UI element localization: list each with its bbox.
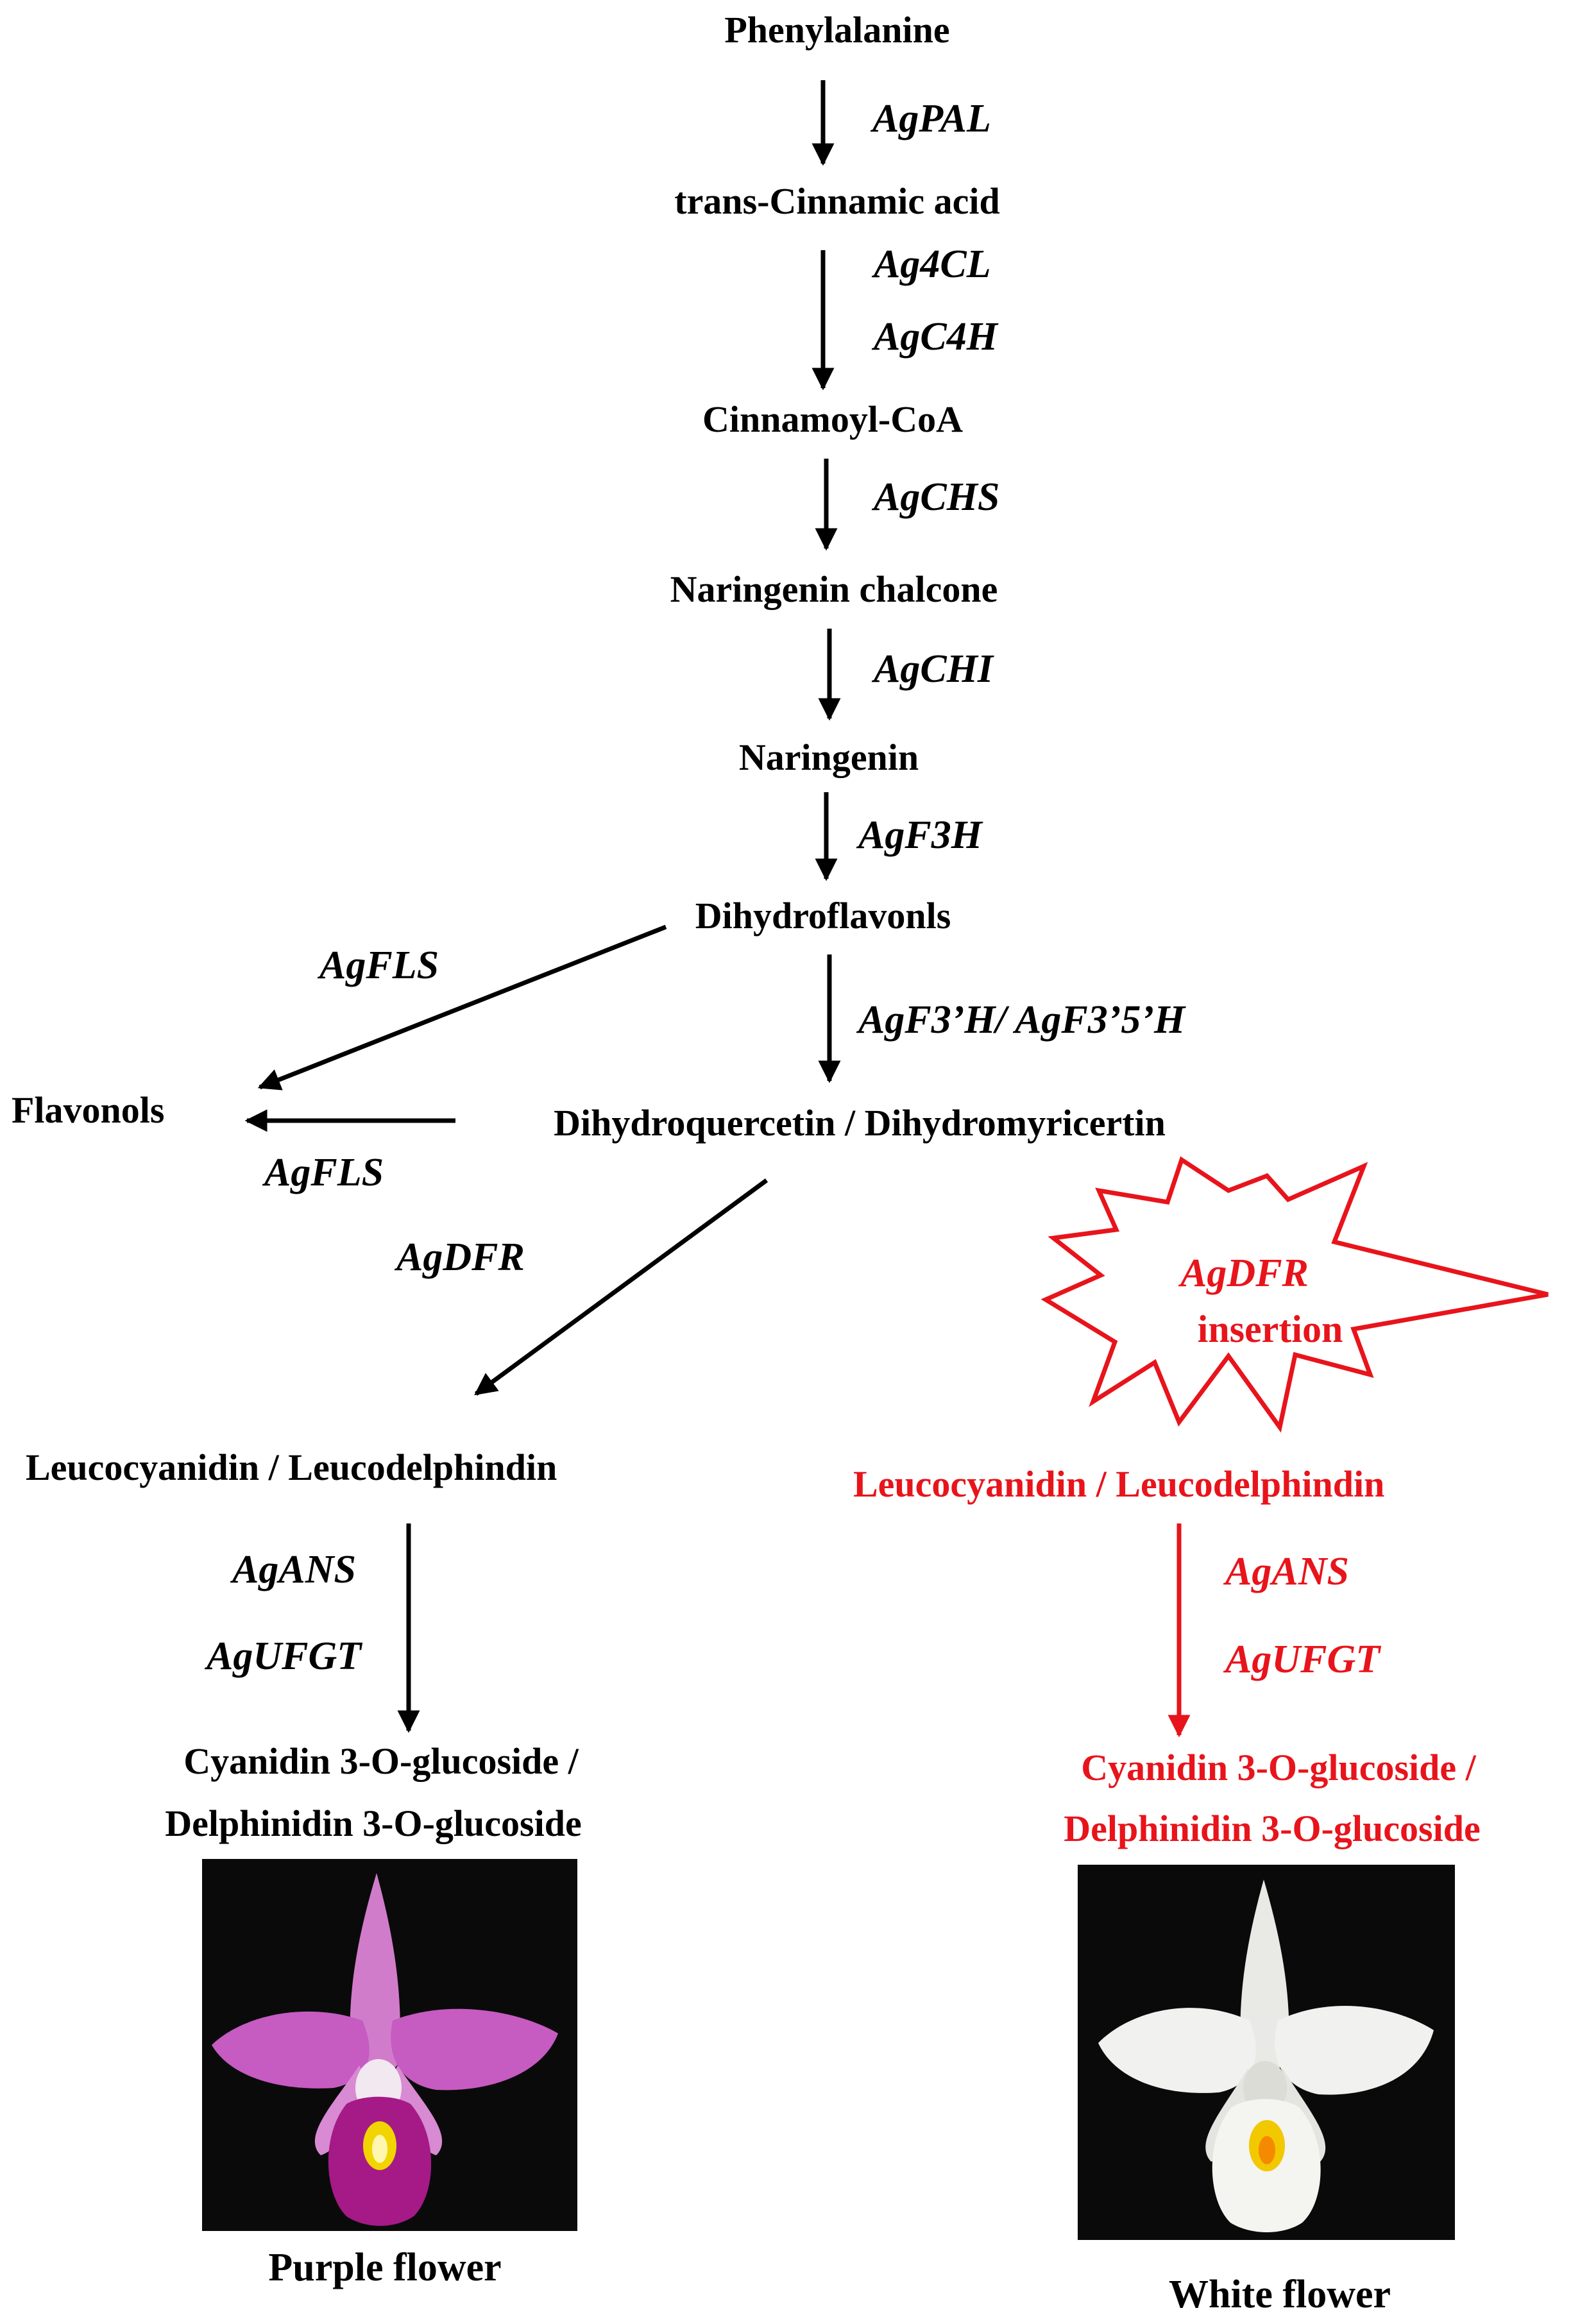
- compound-cinnamic-acid: trans-Cinnamic acid: [674, 180, 1000, 222]
- enzyme-f3h: AgF3H: [856, 813, 983, 857]
- compound-phenylalanine: Phenylalanine: [724, 9, 949, 51]
- compound-product-left-2: Delphinidin 3-O-glucoside: [165, 1802, 581, 1844]
- enzyme-dfr: AgDFR: [394, 1235, 525, 1279]
- enzyme-chs: AgCHS: [871, 475, 999, 519]
- enzyme-fls-lower: AgFLS: [262, 1151, 384, 1194]
- enzyme-chi: AgCHI: [871, 647, 994, 691]
- compound-product-right-2: Delphinidin 3-O-glucoside: [1064, 1808, 1480, 1849]
- enzyme-ufgt-right: AgUFGT: [1223, 1638, 1381, 1681]
- compound-dihydroquercetin: Dihydroquercetin / Dihydromyricertin: [554, 1102, 1166, 1144]
- insertion-label-gene: AgDFR: [1178, 1251, 1309, 1295]
- compound-product-left-1: Cyanidin 3-O-glucoside /: [183, 1740, 579, 1782]
- compound-dihydroflavonols: Dihydroflavonls: [695, 895, 951, 937]
- enzyme-ans-left: AgANS: [230, 1548, 356, 1591]
- purple-flower-photo: [202, 1859, 577, 2231]
- enzyme-pal: AgPAL: [870, 97, 991, 140]
- insertion-starburst: [1041, 1156, 1549, 1433]
- enzyme-fls-upper: AgFLS: [317, 944, 439, 987]
- compound-leuco-right: Leucocyanidin / Leucodelphindin: [853, 1463, 1384, 1505]
- enzyme-4cl: Ag4CL: [871, 242, 991, 286]
- compound-flavonols: Flavonols: [12, 1089, 165, 1131]
- arrow-dfr: [474, 1178, 769, 1396]
- compound-product-right-1: Cyanidin 3-O-glucoside /: [1081, 1747, 1476, 1788]
- insertion-label-text: insertion: [1198, 1308, 1343, 1350]
- compound-leuco-left: Leucocyanidin / Leucodelphindin: [26, 1446, 557, 1488]
- caption-purple-flower: Purple flower: [268, 2246, 501, 2289]
- caption-white-flower: White flower: [1169, 2273, 1391, 2316]
- compound-cinnamoyl-coa: Cinnamoyl-CoA: [702, 398, 963, 440]
- enzyme-c4h: AgC4H: [871, 315, 999, 359]
- white-flower-photo: [1078, 1865, 1455, 2240]
- enzyme-f3h-f35h: AgF3’H/ AgF3’5’H: [856, 998, 1186, 1042]
- arrow-fls-upper: [257, 924, 667, 1090]
- enzyme-ufgt-left: AgUFGT: [204, 1634, 362, 1678]
- compound-naringenin: Naringenin: [739, 736, 919, 778]
- enzyme-ans-right: AgANS: [1223, 1550, 1349, 1593]
- compound-naringenin-chalcone: Naringenin chalcone: [670, 568, 998, 610]
